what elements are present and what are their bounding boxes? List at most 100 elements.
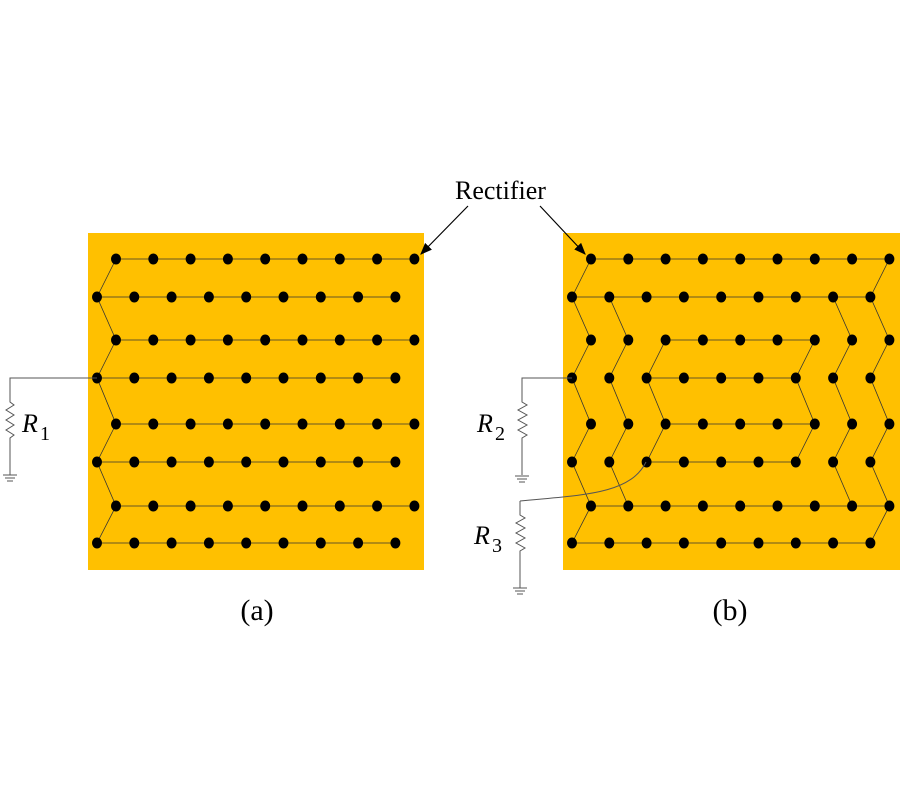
rectifier-dot [567,456,577,468]
rectifier-dot [222,334,233,346]
rectifier-dot [148,418,159,430]
rectifier-dot [166,291,177,303]
wire [832,423,853,463]
rectifier-dot [884,500,895,512]
rectifier-dot [334,334,345,346]
wire [870,296,890,341]
wire [608,296,629,341]
rectifier-dot [390,372,401,384]
rectifier-dot [884,418,895,430]
wire [832,296,853,341]
r3-subscript: 3 [492,535,502,557]
wire [795,377,816,425]
wire [870,377,890,425]
rectifier-dot [372,253,383,265]
wire [571,258,592,298]
ground-icon [515,475,529,483]
rectifier-dot [828,537,839,549]
rectifier-dot [185,500,196,512]
wire [870,258,890,298]
rectifier-dot [148,253,159,265]
rectifier-dot [623,334,634,346]
rectifier-dot [753,456,764,468]
rectifier-dot [297,253,308,265]
rectifier-dot [390,456,401,468]
rectifier-dot [315,372,326,384]
rectifier-dot [111,500,121,512]
substrate-b [563,233,900,570]
rectifier-dot [865,456,876,468]
wire [571,505,592,544]
rectifier-dot [148,500,159,512]
rectifier-dot [716,537,727,549]
r1-letter: R [21,409,38,438]
wire [608,461,629,507]
rectifier-dot [604,291,615,303]
rectifier-dot [828,291,839,303]
rectifier-dot [753,291,764,303]
rectifier-dot [660,334,671,346]
rectifier-dot [409,500,420,512]
wire [646,377,666,425]
wire [96,296,117,341]
rectifier-dot [222,500,233,512]
rectifier-dot [241,456,252,468]
rectifier-dot [847,500,858,512]
wire [608,423,629,463]
rectifier-dot [753,372,764,384]
rectifier-dot [790,456,801,468]
rectifier-dot [166,372,177,384]
wire [870,423,890,463]
rectifier-dot [92,456,102,468]
rectifier-dot [260,418,271,430]
wire [96,377,117,425]
rectifier-dot [567,537,577,549]
rectifier-dot [409,253,420,265]
rectifier-dot [809,334,820,346]
panel-b [563,233,900,570]
wire [96,505,117,544]
rectifier-dot [678,456,689,468]
rectifier-dot [372,500,383,512]
wire [646,339,666,379]
rectifier-dot [716,456,727,468]
rectifier-dot [641,372,652,384]
rectifier-dot [697,418,708,430]
rectifier-dot [203,456,214,468]
rectifier-dots-b [567,253,895,549]
wire [646,423,666,463]
rectifier-dot [660,500,671,512]
wire [832,461,853,507]
rectifier-dot [678,372,689,384]
wire [832,339,853,379]
rectifier-dot [772,500,783,512]
rectifier-dot [790,372,801,384]
rectifier-dot [260,334,271,346]
rectifier-dot [166,537,177,549]
resistor-r2 [515,377,572,483]
wire [795,423,816,463]
wire [608,339,629,379]
resistor-r1 [3,377,97,482]
rectifier-dot [828,372,839,384]
rectifier-dot [586,500,596,512]
rectifier-dot [111,334,121,346]
caption-a: (a) [240,594,273,627]
rectifier-dot [390,291,401,303]
panel-a [88,233,424,570]
wire [795,339,816,379]
rectifier-dot [697,334,708,346]
rectifier-dot [809,500,820,512]
rectifier-dot [129,372,140,384]
rectifier-dot [353,456,364,468]
wire [96,258,117,298]
rectifier-dot [241,537,252,549]
r3-letter: R [473,521,490,550]
substrate-a [88,233,424,570]
rectifier-label: Rectifier [455,176,546,205]
wire [571,423,592,463]
rectifier-dot [92,291,102,303]
rectifier-dot [334,418,345,430]
rectifier-dot [203,291,214,303]
rectifier-dot [166,456,177,468]
